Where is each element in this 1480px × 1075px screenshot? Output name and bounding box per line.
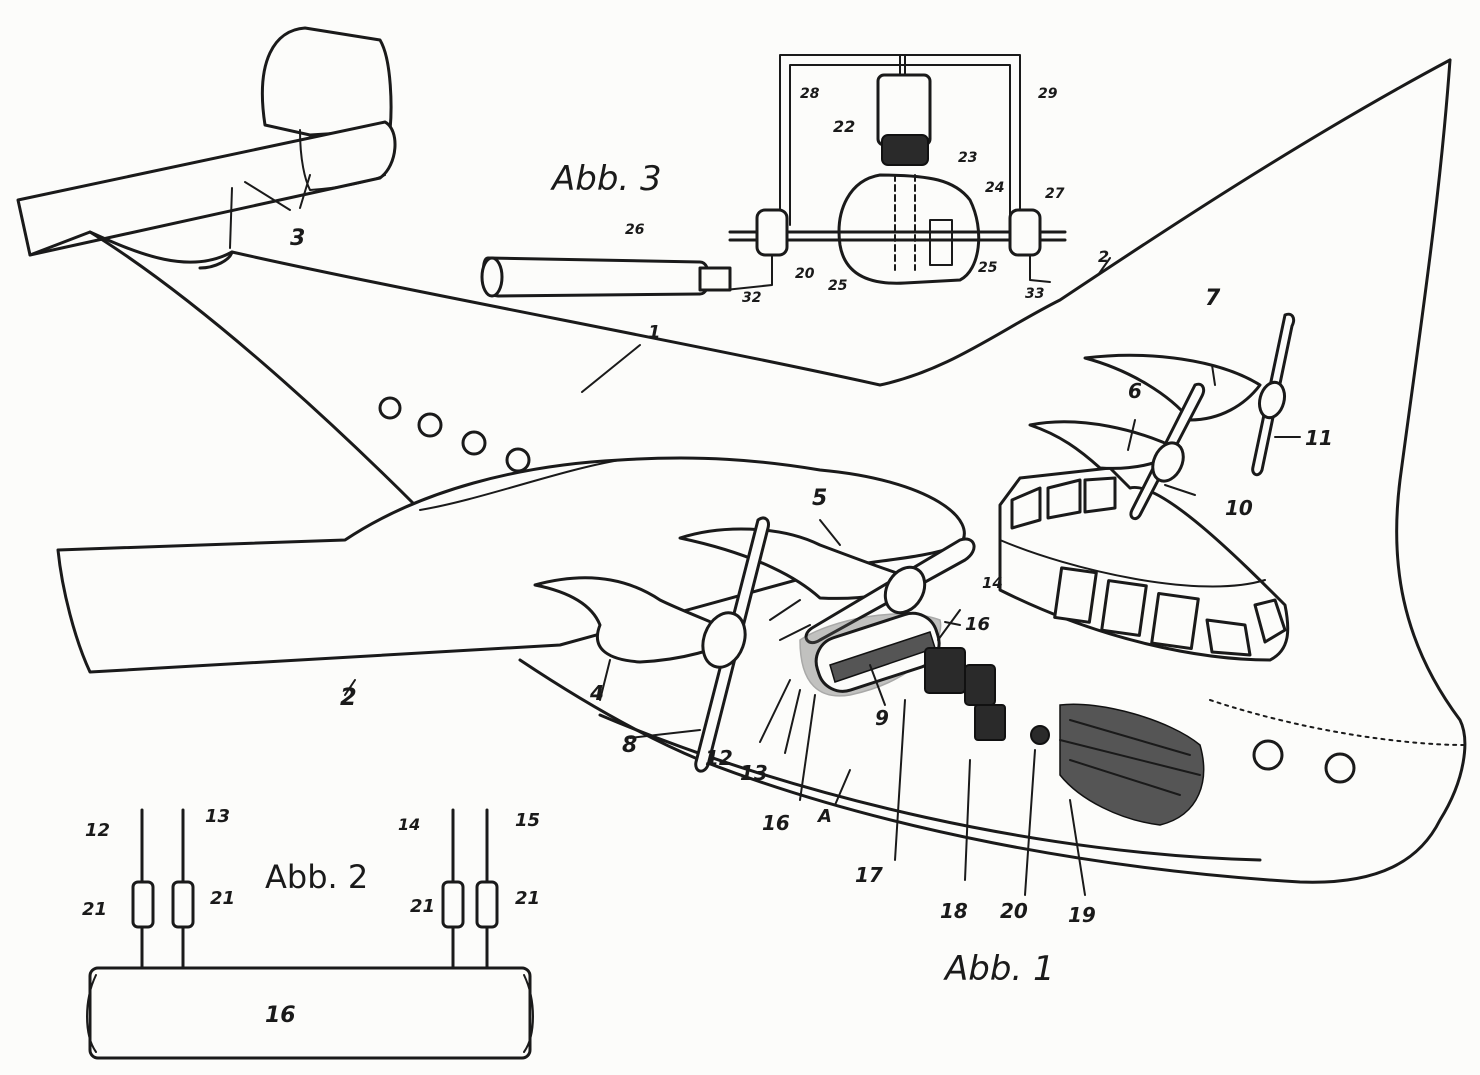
label-15-abb2: 15 — [515, 810, 540, 831]
part-labels: 3 1 2 2 4 5 6 7 8 9 10 11 12 13 14 16 16… — [82, 86, 1333, 1028]
caption-abb3: Abb. 3 — [550, 159, 662, 199]
label-13: 13 — [740, 761, 768, 785]
abb2-inset — [86, 808, 534, 1060]
fuselage — [28, 58, 1467, 884]
label-20-inset: 20 — [795, 266, 815, 282]
label-21-d: 21 — [515, 888, 540, 909]
label-25-a: 25 — [828, 278, 848, 294]
label-33: 33 — [1025, 286, 1044, 302]
label-25-b: 25 — [978, 260, 998, 276]
label-26: 26 — [625, 222, 645, 238]
label-29: 29 — [1038, 86, 1058, 102]
label-14: 14 — [982, 574, 1003, 592]
label-22: 22 — [833, 117, 855, 136]
label-20: 20 — [1000, 899, 1028, 923]
label-16-a: 16 — [965, 614, 990, 635]
engine-nacelles — [533, 353, 1262, 664]
label-32: 32 — [742, 290, 761, 306]
label-21-a: 21 — [82, 899, 107, 920]
label-A: A — [816, 806, 832, 827]
cockpit — [998, 466, 1290, 662]
label-24: 24 — [985, 180, 1004, 196]
label-28: 28 — [800, 86, 820, 102]
label-21-c: 21 — [410, 896, 435, 917]
label-23: 23 — [958, 150, 977, 166]
label-5: 5 — [812, 486, 827, 511]
cutaway-machinery — [769, 599, 1205, 826]
label-17: 17 — [855, 863, 883, 887]
abb3-inset — [480, 54, 1067, 298]
label-14-abb2: 14 — [398, 815, 420, 834]
propellers — [694, 312, 1296, 773]
leader-lines — [244, 174, 1301, 896]
label-4: 4 — [589, 681, 604, 705]
label-7: 7 — [1205, 286, 1221, 311]
tail-assembly — [16, 26, 397, 257]
label-8: 8 — [622, 733, 637, 758]
label-13-abb2: 13 — [205, 806, 230, 827]
figure-captions: Abb. 3 Abb. 2 Abb. 1 — [265, 159, 1055, 989]
label-10: 10 — [1225, 496, 1253, 520]
label-1: 1 — [648, 322, 661, 343]
label-9: 9 — [875, 706, 889, 730]
label-21-b: 21 — [210, 888, 235, 909]
label-6: 6 — [1128, 379, 1142, 403]
label-19: 19 — [1068, 903, 1096, 927]
label-16-abb2: 16 — [265, 1003, 296, 1028]
main-wing — [56, 456, 966, 674]
label-12: 12 — [705, 746, 733, 770]
label-27: 27 — [1045, 186, 1065, 202]
label-2-tail: 2 — [1098, 247, 1109, 266]
label-11: 11 — [1305, 426, 1333, 450]
caption-abb2: Abb. 2 — [265, 858, 368, 896]
label-12-abb2: 12 — [85, 820, 110, 841]
label-18: 18 — [940, 899, 968, 923]
label-16-b: 16 — [762, 811, 790, 835]
label-3: 3 — [290, 226, 305, 251]
caption-abb1: Abb. 1 — [943, 949, 1055, 989]
label-2-wing: 2 — [340, 683, 357, 711]
